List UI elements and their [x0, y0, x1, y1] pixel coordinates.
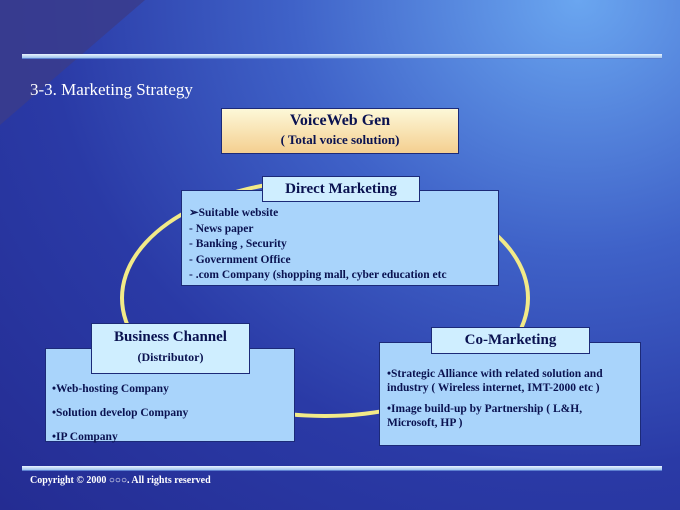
- business-item: •Solution develop Company: [52, 407, 189, 419]
- co-marketing-label: Co-Marketing: [431, 327, 590, 354]
- slide-title: 3-3. Marketing Strategy: [30, 80, 193, 99]
- direct-item: - Government Office: [189, 253, 291, 266]
- business-item: •IP Company: [52, 431, 118, 443]
- direct-item: - News paper: [189, 222, 254, 235]
- direct-marketing-label: Direct Marketing: [262, 176, 420, 202]
- business-item: •Web-hosting Company: [52, 383, 169, 395]
- center-title: VoiceWeb Gen: [289, 112, 391, 129]
- co-item: •Image build-up by Partnership ( L&H, Mi…: [387, 403, 583, 429]
- business-channel-sublabel: (Distributor): [137, 350, 204, 364]
- direct-item: ➢Suitable website: [189, 207, 279, 219]
- direct-marketing-box: ➢Suitable website - News paper - Banking…: [181, 190, 499, 286]
- footer-copyright: Copyright © 2000 ○○○. All rights reserve…: [30, 475, 211, 486]
- business-channel-title: Business Channel: [114, 329, 227, 345]
- top-divider: [22, 54, 662, 58]
- co-marketing-box: •Strategic Alliance with related solutio…: [379, 342, 641, 446]
- center-subtitle: ( Total voice solution): [280, 132, 400, 147]
- direct-item: - .com Company (shopping mall, cyber edu…: [189, 269, 447, 281]
- direct-item: - Banking , Security: [189, 238, 287, 250]
- corner-decoration: [0, 0, 145, 125]
- business-channel-label: Business Channel (Distributor): [91, 323, 250, 374]
- center-title-box: VoiceWeb Gen ( Total voice solution): [221, 108, 459, 154]
- co-item: •Strategic Alliance with related solutio…: [387, 368, 603, 394]
- bottom-divider: [22, 466, 662, 470]
